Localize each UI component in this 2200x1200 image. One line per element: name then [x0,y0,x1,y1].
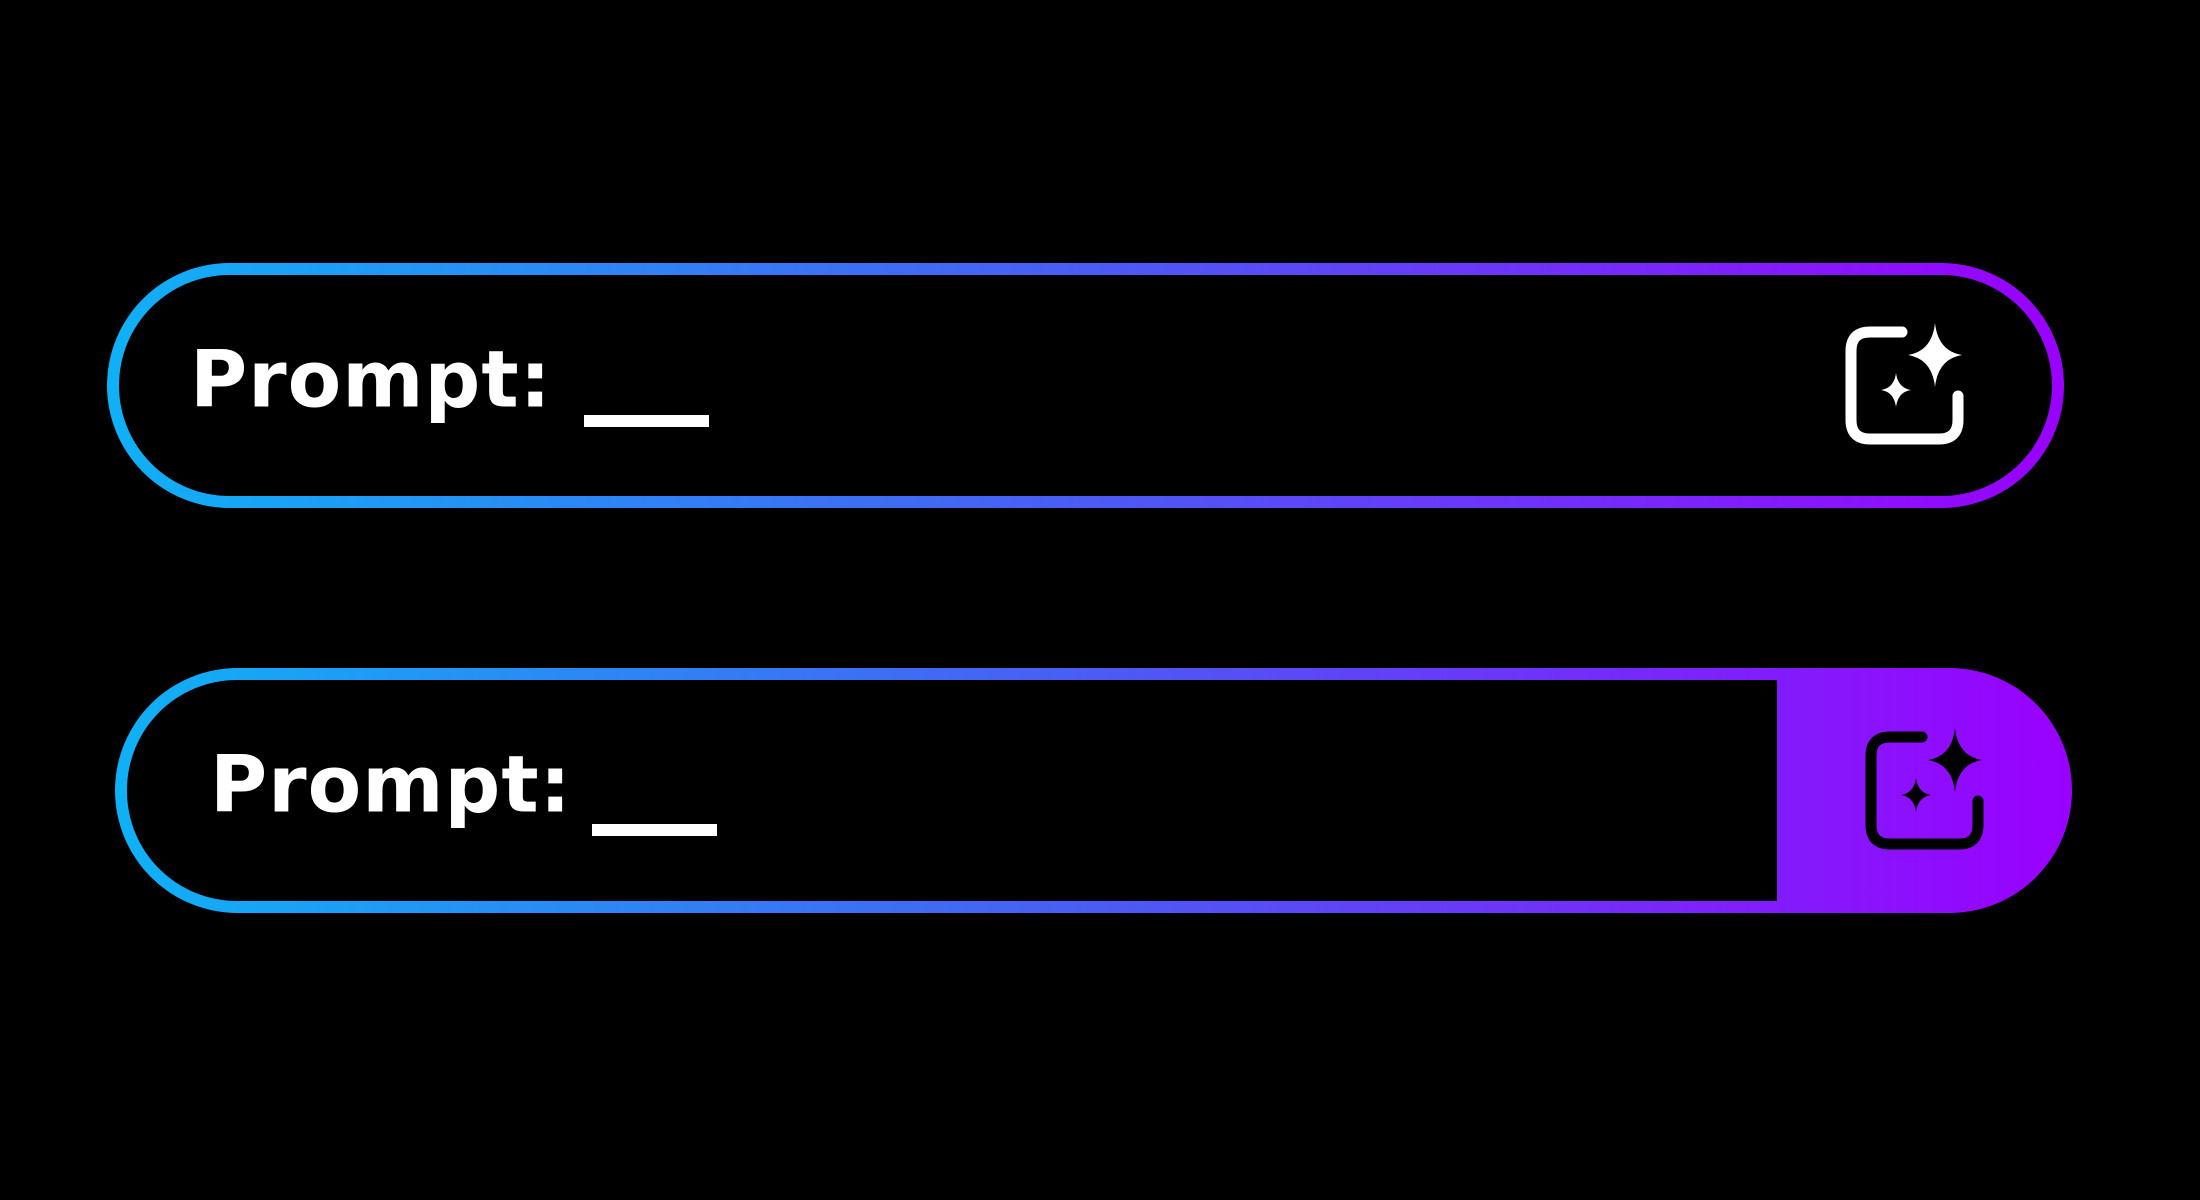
ai-sparkle-frame-icon [1840,321,1970,451]
ai-sparkle-frame-icon [1860,726,1990,856]
prompt-bar-field: Prompt: [127,680,1777,901]
prompt-bar-field: Prompt: [119,275,2052,496]
prompt-bar-filled: Prompt: [115,668,2072,913]
prompt-input[interactable] [592,824,717,836]
prompt-bar-outlined: Prompt: [107,263,2064,508]
generate-button[interactable] [1777,668,2072,913]
prompt-input[interactable] [584,415,709,427]
prompt-label: Prompt: [190,335,552,426]
prompt-label: Prompt: [210,740,572,831]
generate-button[interactable] [1840,321,1970,451]
